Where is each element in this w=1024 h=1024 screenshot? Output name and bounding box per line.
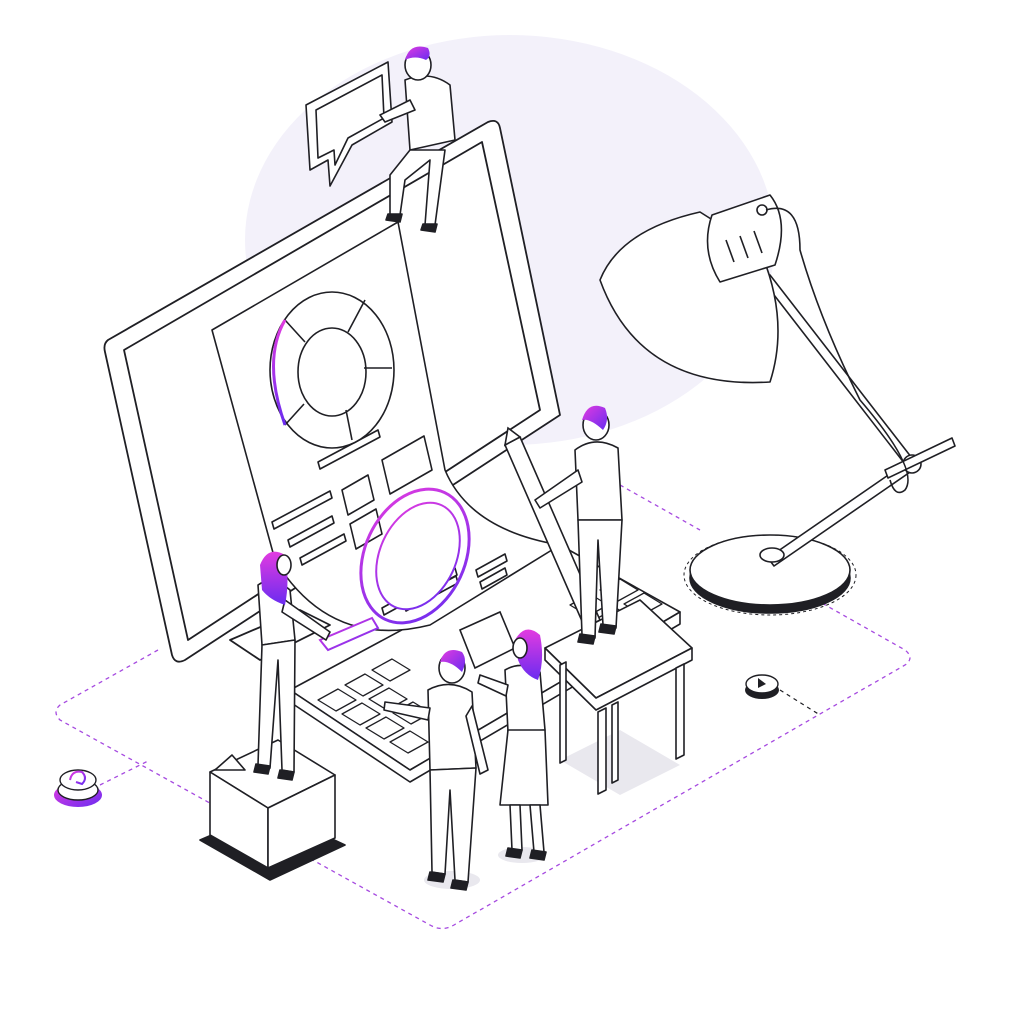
person2-face <box>276 554 292 576</box>
person4-legs <box>429 767 477 883</box>
person-man-center <box>383 649 489 891</box>
donut-segment-dividers <box>284 299 392 441</box>
person2-arm <box>281 599 331 641</box>
person5-arm <box>477 674 509 697</box>
box-right <box>267 774 336 869</box>
person4-arm-left <box>383 701 431 721</box>
person-man-with-pencil <box>534 405 623 645</box>
lamp-arm-upper <box>763 274 916 469</box>
lamp-base <box>689 534 851 606</box>
magnifier-handle <box>318 616 380 652</box>
person3-shoes <box>577 623 617 645</box>
table-top-edge <box>544 647 693 711</box>
magnifier-ring-outer <box>359 487 471 625</box>
lamp-foot <box>759 547 785 563</box>
donut-inner <box>297 327 367 417</box>
person5-face <box>512 637 528 659</box>
lamp-joint-bar <box>884 437 956 479</box>
person2-shoes <box>253 763 295 781</box>
person-woman-with-magnifier <box>253 551 331 781</box>
lamp-switch <box>756 204 768 216</box>
table-shadow <box>560 730 680 795</box>
person-sitting-on-monitor <box>379 46 456 233</box>
donut-highlight-segment <box>272 319 287 426</box>
person4-arm-right <box>465 705 489 775</box>
magnifying-glass <box>318 487 471 652</box>
floor-dashed-link-right <box>779 689 821 716</box>
speech-bubble-inner <box>315 74 385 166</box>
person1-shoes <box>385 213 438 233</box>
box <box>199 739 346 881</box>
person1-arm <box>379 99 416 123</box>
side-table <box>544 599 693 795</box>
floor-dashed-link-lamp <box>619 484 701 531</box>
person1-body <box>404 75 456 151</box>
lamp-base-dashed <box>683 534 857 616</box>
person1-legs <box>389 149 446 226</box>
person4-shoes <box>427 871 469 891</box>
lamp-shade-vents <box>725 230 763 263</box>
person5-skirt <box>499 729 549 806</box>
badge-arrow-icon <box>758 678 766 688</box>
floor-dashed-link-left <box>99 759 151 786</box>
lamp-shade-cap <box>706 194 783 283</box>
badge-logo-icon <box>69 770 86 786</box>
person5-shoes <box>505 847 547 861</box>
person5-legs <box>509 804 545 853</box>
table-legs <box>559 661 685 795</box>
person3-arm <box>534 469 583 509</box>
floor-badge-right <box>745 674 779 699</box>
box-flap <box>214 754 246 771</box>
desk-lamp <box>599 194 956 616</box>
person3-torso <box>574 441 623 521</box>
person3-hair <box>582 405 608 430</box>
pencil-tip <box>503 426 522 447</box>
floor-dashed-outline <box>55 601 911 930</box>
report-boxes <box>341 435 433 550</box>
donut-chart <box>269 291 395 449</box>
floor-badge-left <box>54 769 102 807</box>
lamp-cord <box>765 207 909 494</box>
person4-hair <box>440 649 465 672</box>
person-woman-with-tablet <box>477 629 549 863</box>
magnifier-ring-inner <box>375 501 461 611</box>
speech-bubble <box>305 61 393 187</box>
person1-hair <box>405 46 430 60</box>
